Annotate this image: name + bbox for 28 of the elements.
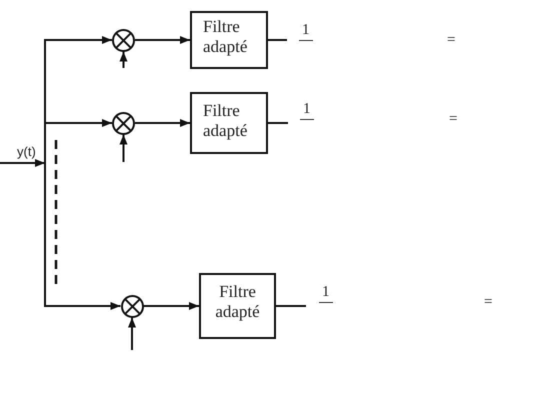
- fraction-numerator: 1: [300, 100, 314, 120]
- line: [268, 122, 288, 124]
- fraction-numerator: 1: [319, 283, 332, 303]
- equals-sign: =: [447, 31, 456, 49]
- arrow: [144, 302, 199, 310]
- arrow: [120, 52, 128, 68]
- arrow: [44, 119, 112, 163]
- filter-block: [190, 11, 268, 69]
- node-label: Filtre adapté: [203, 101, 248, 141]
- filter-block: [199, 273, 276, 339]
- equals-sign: =: [449, 110, 458, 128]
- filter-block: [190, 92, 268, 154]
- multiplier-symbol: [112, 112, 135, 134]
- node-label: Filtre adapté: [203, 17, 248, 57]
- signal-label: y(t): [17, 144, 36, 160]
- fraction-numerator: 1: [299, 21, 312, 41]
- input-arrow: [0, 159, 45, 167]
- multiplier-symbol: [112, 28, 135, 52]
- line: [268, 39, 287, 41]
- multiplier-symbol: [120, 294, 144, 318]
- arrow: [44, 163, 120, 310]
- arrow: [135, 119, 190, 127]
- line: [276, 305, 306, 307]
- equals-sign: =: [484, 293, 492, 311]
- arrow: [135, 36, 190, 44]
- node-label: Filtre adapté: [214, 282, 261, 322]
- arrow: [120, 134, 128, 162]
- arrow: [128, 318, 136, 350]
